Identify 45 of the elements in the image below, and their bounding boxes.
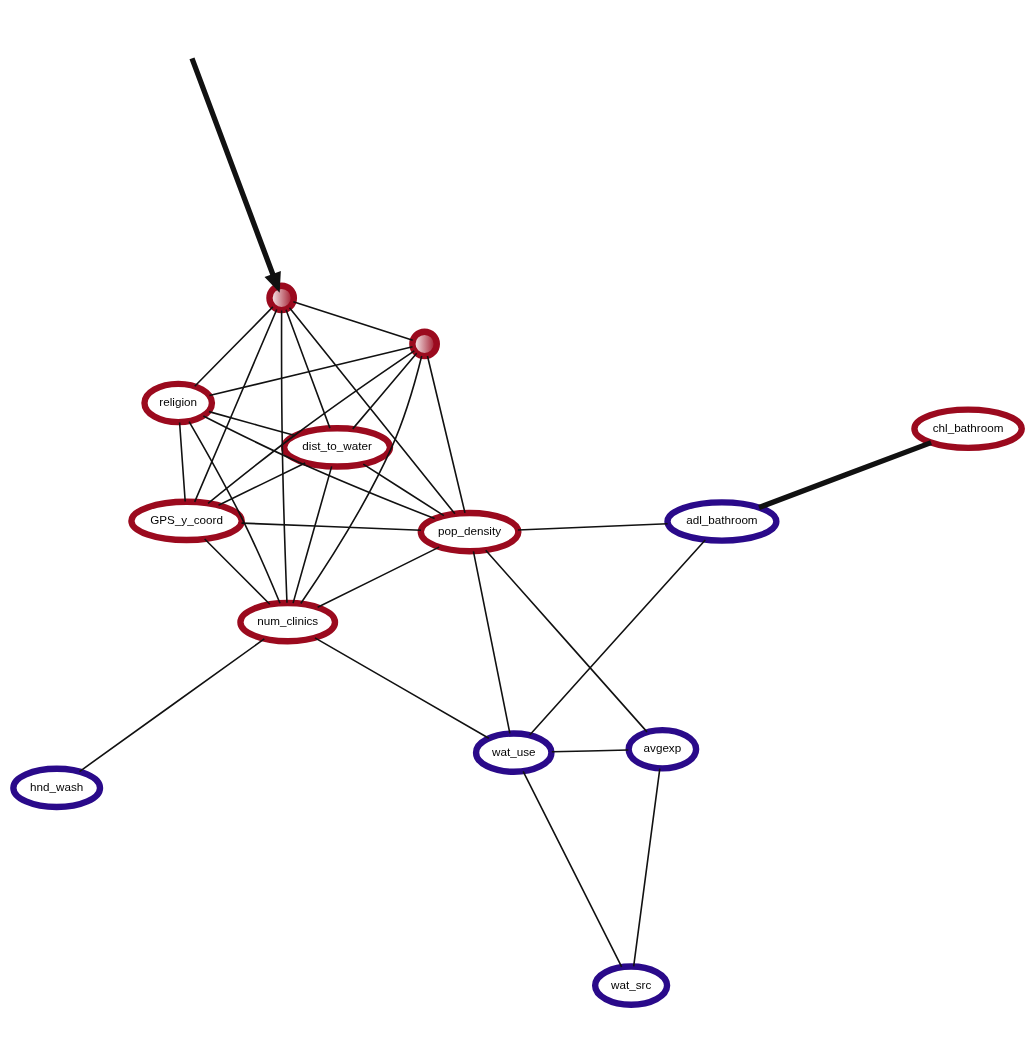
connector — [240, 522, 422, 531]
node-circle — [265, 282, 297, 314]
connector — [472, 550, 511, 735]
connector — [351, 352, 417, 430]
connector — [292, 300, 414, 341]
connector — [217, 462, 306, 507]
connector — [299, 355, 422, 605]
connector — [284, 309, 331, 429]
connector — [178, 421, 186, 503]
node-ellipse: adl_bathroom — [663, 499, 780, 544]
connector — [202, 415, 435, 520]
connector — [516, 522, 668, 531]
connector — [193, 308, 278, 503]
connector — [550, 749, 629, 753]
node-ellipse: num_clinics — [236, 599, 338, 645]
connector — [207, 410, 296, 437]
connector — [528, 539, 706, 736]
node-ellipse: wat_use — [472, 730, 555, 775]
connector — [291, 465, 332, 604]
arrow — [189, 57, 281, 293]
connector — [521, 770, 622, 968]
node-ellipse: avgexp — [625, 726, 699, 772]
connector — [203, 538, 271, 605]
connector — [78, 638, 265, 773]
connector — [193, 306, 274, 388]
connector — [187, 420, 281, 605]
connector — [313, 637, 490, 740]
connector — [484, 549, 648, 733]
connector — [316, 546, 440, 609]
node-ellipse: chl_bathroom — [910, 406, 1025, 451]
connector — [632, 767, 661, 968]
node-ellipse: dist_to_water — [280, 425, 393, 470]
node-ellipse: wat_src — [591, 963, 670, 1008]
node-ellipse: GPS_y_coord — [127, 498, 245, 544]
connector — [206, 350, 415, 505]
node-ellipse: pop_density — [417, 509, 522, 555]
node-ellipse: hnd_wash — [9, 765, 103, 811]
connector — [280, 309, 288, 604]
node-ellipse: religion — [140, 380, 215, 426]
node-circle — [408, 328, 440, 360]
connector — [757, 440, 932, 510]
connector — [208, 346, 413, 397]
connector — [426, 355, 466, 514]
connector — [361, 463, 445, 517]
connector — [288, 306, 456, 515]
